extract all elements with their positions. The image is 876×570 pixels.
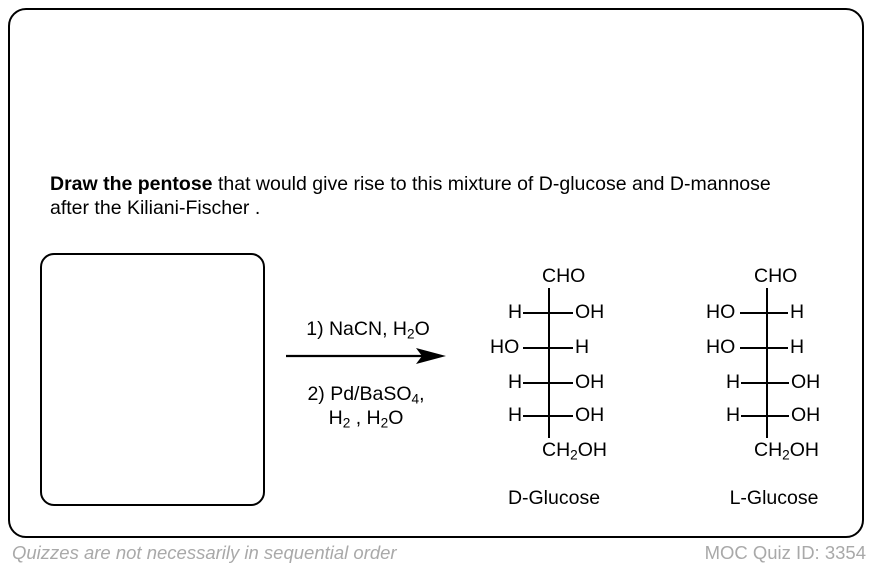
l-glucose-c5-bond <box>741 415 789 417</box>
l-glucose-backbone <box>766 288 768 438</box>
reagent-h2o-sub: 2 <box>380 415 389 431</box>
l-glucose-ch2oh-a: CH <box>754 439 783 461</box>
d-glucose-c3-bond <box>523 347 573 349</box>
d-glucose-ch2oh: CH2OH <box>542 439 608 463</box>
footer-disclaimer: Quizzes are not necessarily in sequentia… <box>12 542 397 563</box>
d-glucose-ch2oh-b: OH <box>577 439 608 461</box>
reagent-step-1-end: O <box>414 318 430 340</box>
l-glucose-c5-left: H <box>726 404 741 426</box>
d-glucose-c5-left: H <box>508 404 523 426</box>
l-glucose-c2-left: HO <box>706 301 736 323</box>
l-glucose-c5-right: OH <box>791 404 821 426</box>
l-glucose-cho: CHO <box>754 265 798 287</box>
d-glucose-c3-left: HO <box>490 336 520 358</box>
question-text: Draw the pentose that would give rise to… <box>50 172 810 220</box>
d-glucose-c4-right: OH <box>575 371 605 393</box>
reagent-step-2-sub: 4 <box>411 391 420 407</box>
reagent-step-1-text: 1) NaCN, H <box>306 318 407 340</box>
l-glucose-c3-bond <box>740 347 788 349</box>
l-glucose-c4-bond <box>741 382 789 384</box>
reaction-arrow <box>286 348 446 364</box>
answer-drawing-box[interactable] <box>40 253 265 506</box>
l-glucose-c4-left: H <box>726 371 741 393</box>
reagent-h2o-text: , H <box>350 407 381 429</box>
l-glucose-c4-right: OH <box>791 371 821 393</box>
d-glucose-ch2oh-sub: 2 <box>570 447 578 463</box>
l-glucose-ch2oh-sub: 2 <box>782 447 790 463</box>
l-glucose-ch2oh: CH2OH <box>754 439 820 463</box>
d-glucose-c4-bond <box>523 382 573 384</box>
l-glucose-c3-right: H <box>790 336 805 358</box>
d-glucose-c2-bond <box>523 312 573 314</box>
l-glucose-c3-left: HO <box>706 336 736 358</box>
d-glucose-c2-left: H <box>508 301 523 323</box>
footer-quiz-id: MOC Quiz ID: 3354 <box>704 542 866 563</box>
l-glucose-c2-bond <box>740 312 788 314</box>
l-glucose-c2-right: H <box>790 301 805 323</box>
d-glucose-c2-right: OH <box>575 301 605 323</box>
reagent-step-2-text: 2) Pd/BaSO <box>307 383 412 405</box>
d-glucose-cho: CHO <box>542 265 586 287</box>
l-glucose-ch2oh-b: OH <box>789 439 820 461</box>
reagent-step-2-solvent: H2 , H2O <box>288 407 444 431</box>
l-glucose-name: L-Glucose <box>729 487 819 509</box>
reagent-h2-sub: 2 <box>342 415 351 431</box>
d-glucose-c4-left: H <box>508 371 523 393</box>
question-rest: that would give rise to this mixture of … <box>50 173 771 219</box>
d-glucose-backbone <box>548 288 550 438</box>
reagent-step-2: 2) Pd/BaSO4, <box>288 383 444 407</box>
reagent-h2-text: H <box>328 407 343 429</box>
reagent-step-2-end: , <box>419 383 425 405</box>
d-glucose-ch2oh-a: CH <box>542 439 571 461</box>
reagent-step-1-sub: 2 <box>407 326 415 342</box>
d-glucose-c5-right: OH <box>575 404 605 426</box>
question-bold: Draw the pentose <box>50 173 213 195</box>
d-glucose-c5-bond <box>523 415 573 417</box>
d-glucose-c3-right: H <box>575 336 590 358</box>
reagent-h2o-end: O <box>388 407 404 429</box>
reagent-step-1: 1) NaCN, H2O <box>290 318 446 342</box>
d-glucose-name: D-Glucose <box>507 487 601 509</box>
